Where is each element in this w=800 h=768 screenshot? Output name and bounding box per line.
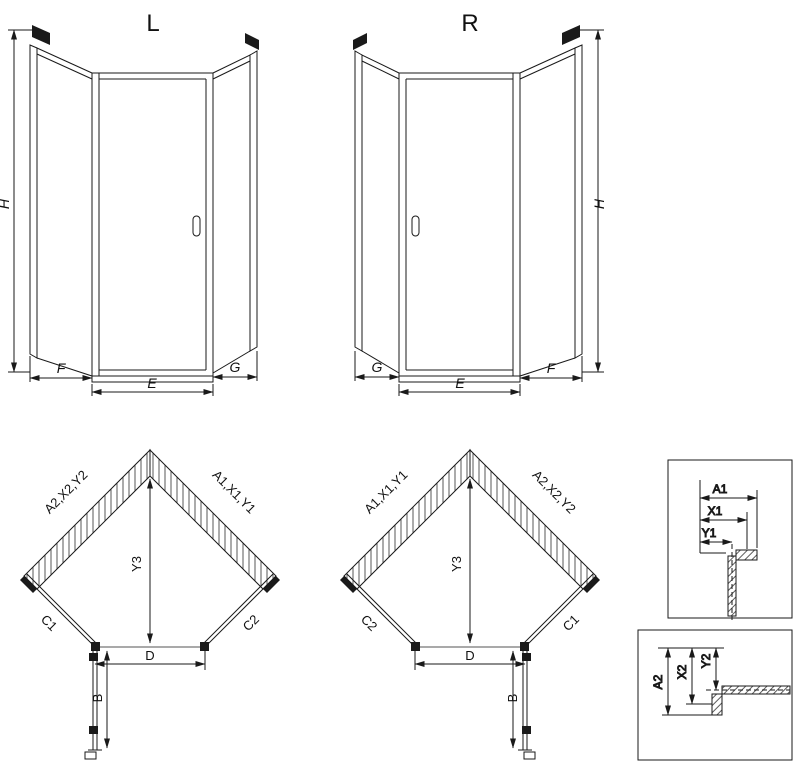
y1-label: Y1 [702, 526, 717, 540]
door-width-dim-label: D [145, 648, 154, 663]
height-dim-label: H [0, 198, 12, 209]
x1-label: X1 [708, 504, 723, 518]
wall-profile-section [735, 549, 758, 561]
variant-label-right: R [461, 10, 478, 37]
door-width-dim-label: D [465, 648, 474, 663]
width-dim-label-g: G [230, 359, 241, 375]
variant-label-left: L [146, 10, 159, 37]
plan-right-view: A1,X1,Y1 A2,X2,Y2 Y3 C2 C1 D B [340, 450, 600, 759]
width-dim-label-g: G [372, 359, 383, 375]
side-dim-left-label: C1 [38, 612, 60, 634]
a1-label: A1 [713, 482, 728, 496]
a2-label: A2 [651, 674, 665, 689]
height-dim-label: H [591, 198, 607, 209]
side-dim-left-label: C2 [358, 612, 380, 634]
depth-dim-label: Y3 [129, 556, 144, 572]
x2-label: X2 [675, 664, 689, 679]
wall-dims-left-label: A1,X1,Y1 [361, 467, 410, 516]
elevation-left-geometry [8, 25, 259, 396]
elevation-right-view: R H G E F [353, 10, 607, 396]
wall-profile-section [711, 693, 723, 716]
side-dim-right-label: C2 [240, 612, 262, 634]
detail-box-bottom: A2 X2 Y2 [637, 629, 793, 761]
side-dim-right-label: C1 [560, 612, 582, 634]
door-open-dim-label: B [505, 694, 520, 703]
width-dim-label-e: E [147, 375, 157, 391]
detail-box-top: A1 X1 Y1 [667, 459, 793, 620]
elevation-right-geometry [353, 25, 604, 396]
depth-dim-label: Y3 [449, 556, 464, 572]
wall-dims-right-label: A2,X2,Y2 [529, 467, 578, 516]
width-dim-label-f: F [57, 360, 67, 376]
wall-dims-right-label: A1,X1,Y1 [209, 467, 258, 516]
door-open-dim-label: B [90, 694, 105, 703]
width-dim-label-f: F [547, 360, 557, 376]
plan-left-view: A2,X2,Y2 A1,X1,Y1 Y3 C1 C2 D B [20, 450, 280, 759]
y2-label: Y2 [699, 653, 713, 668]
elevation-left-view: L H F E G [0, 10, 259, 396]
width-dim-label-e: E [455, 375, 465, 391]
wall-dims-left-label: A2,X2,Y2 [41, 467, 90, 516]
